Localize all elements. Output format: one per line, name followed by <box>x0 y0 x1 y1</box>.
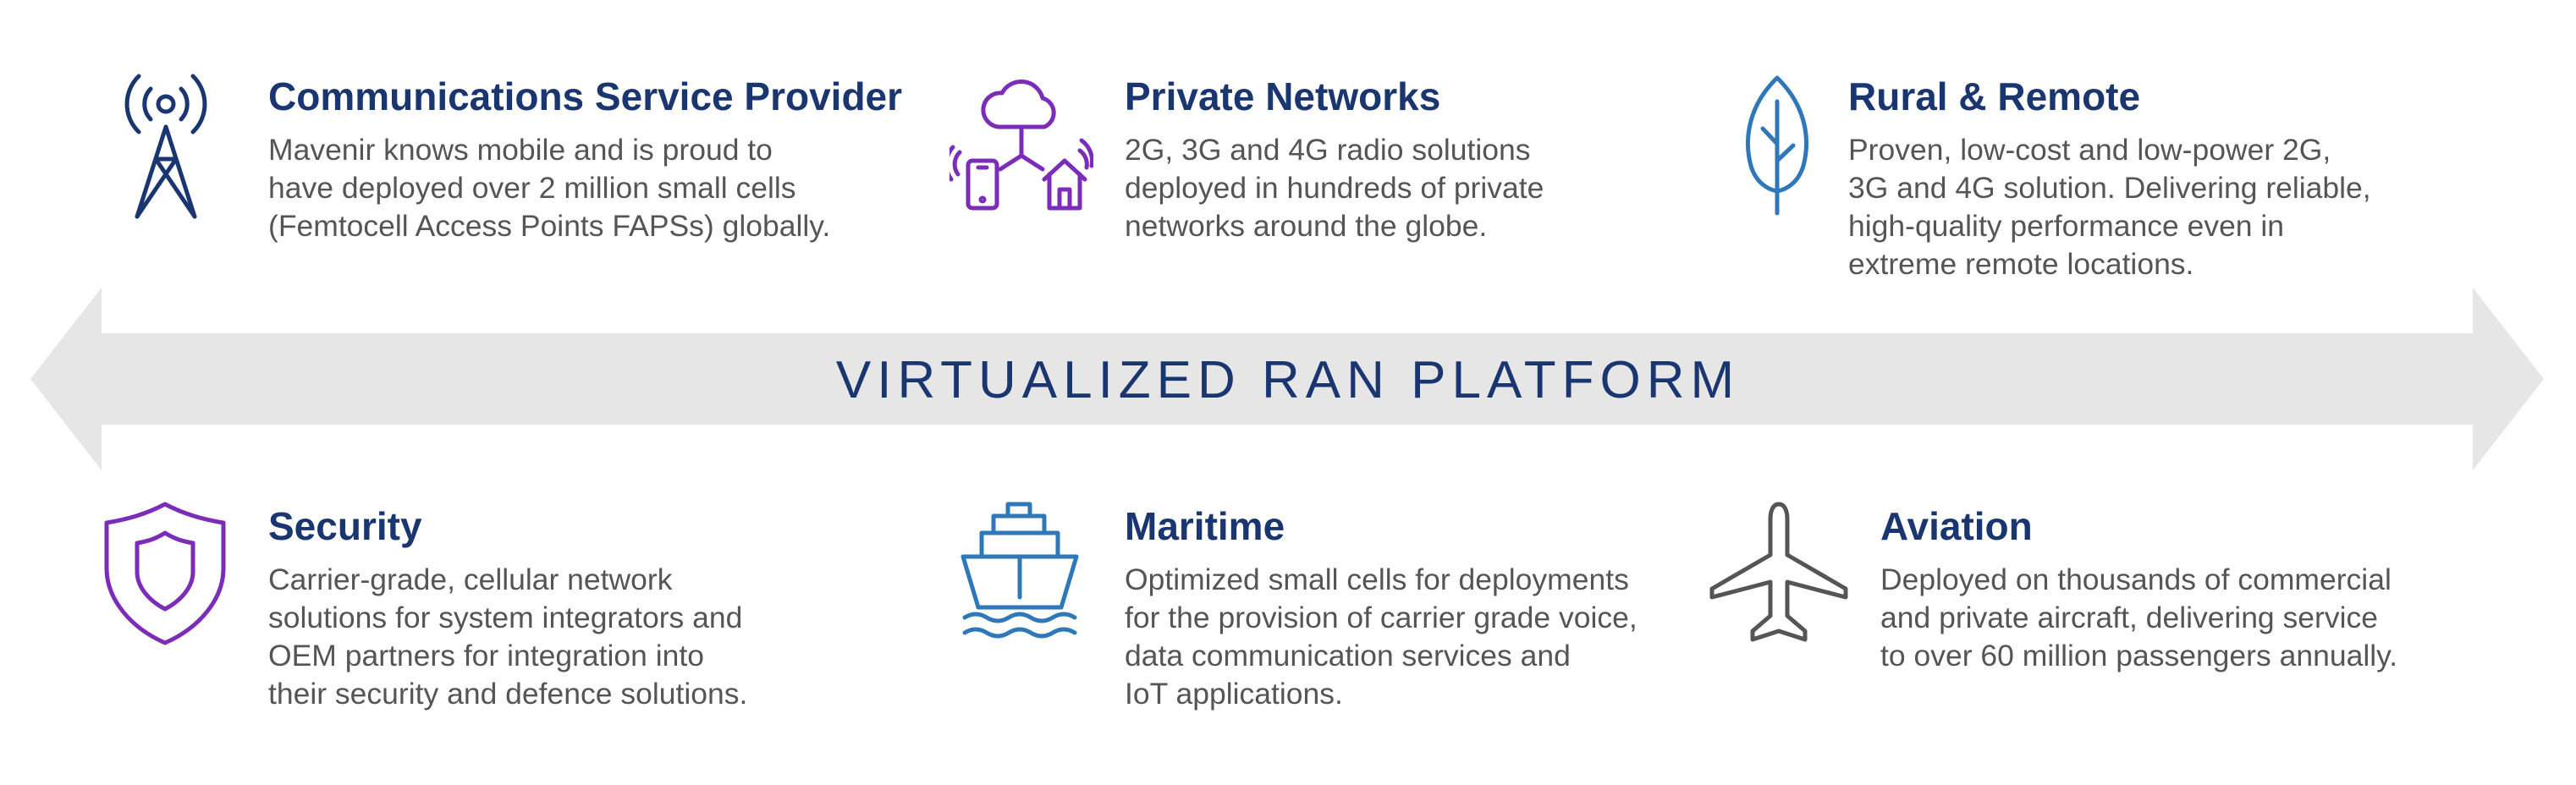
card-title: Private Networks <box>1125 74 1441 118</box>
cell-tower-icon <box>108 66 227 227</box>
card-description: Mavenir knows mobile and is proud to hav… <box>268 133 831 243</box>
card-description: Optimized small cells for deployments fo… <box>1125 563 1638 711</box>
card-title: Maritime <box>1125 504 1285 548</box>
card-communications-service-provider: Communications Service Provider Mavenir … <box>268 73 902 245</box>
card-description: 2G, 3G and 4G radio solutions deployed i… <box>1125 133 1544 243</box>
ship-icon <box>960 501 1080 643</box>
card-description: Proven, low-cost and low-power 2G, 3G an… <box>1848 133 2371 281</box>
card-title: Security <box>268 504 422 548</box>
card-maritime: Maritime Optimized small cells for deplo… <box>1125 502 1638 713</box>
card-description: Carrier-grade, cellular network solution… <box>268 563 748 711</box>
card-rural-remote: Rural & Remote Proven, low-cost and low-… <box>1848 73 2371 283</box>
leaf-icon <box>1739 73 1815 217</box>
card-title: Communications Service Provider <box>268 74 903 118</box>
airplane-icon <box>1707 501 1851 646</box>
card-title: Rural & Remote <box>1848 74 2141 118</box>
card-aviation: Aviation Deployed on thousands of commer… <box>1880 502 2397 675</box>
card-security: Security Carrier-grade, cellular network… <box>268 502 747 713</box>
card-title: Aviation <box>1880 504 2033 548</box>
card-private-networks: Private Networks 2G, 3G and 4G radio sol… <box>1125 73 1544 245</box>
cloud-devices-icon <box>949 68 1093 213</box>
platform-title: VIRTUALIZED RAN PLATFORM <box>835 351 1741 409</box>
card-description: Deployed on thousands of commercial and … <box>1880 563 2398 672</box>
shield-icon <box>102 501 228 646</box>
